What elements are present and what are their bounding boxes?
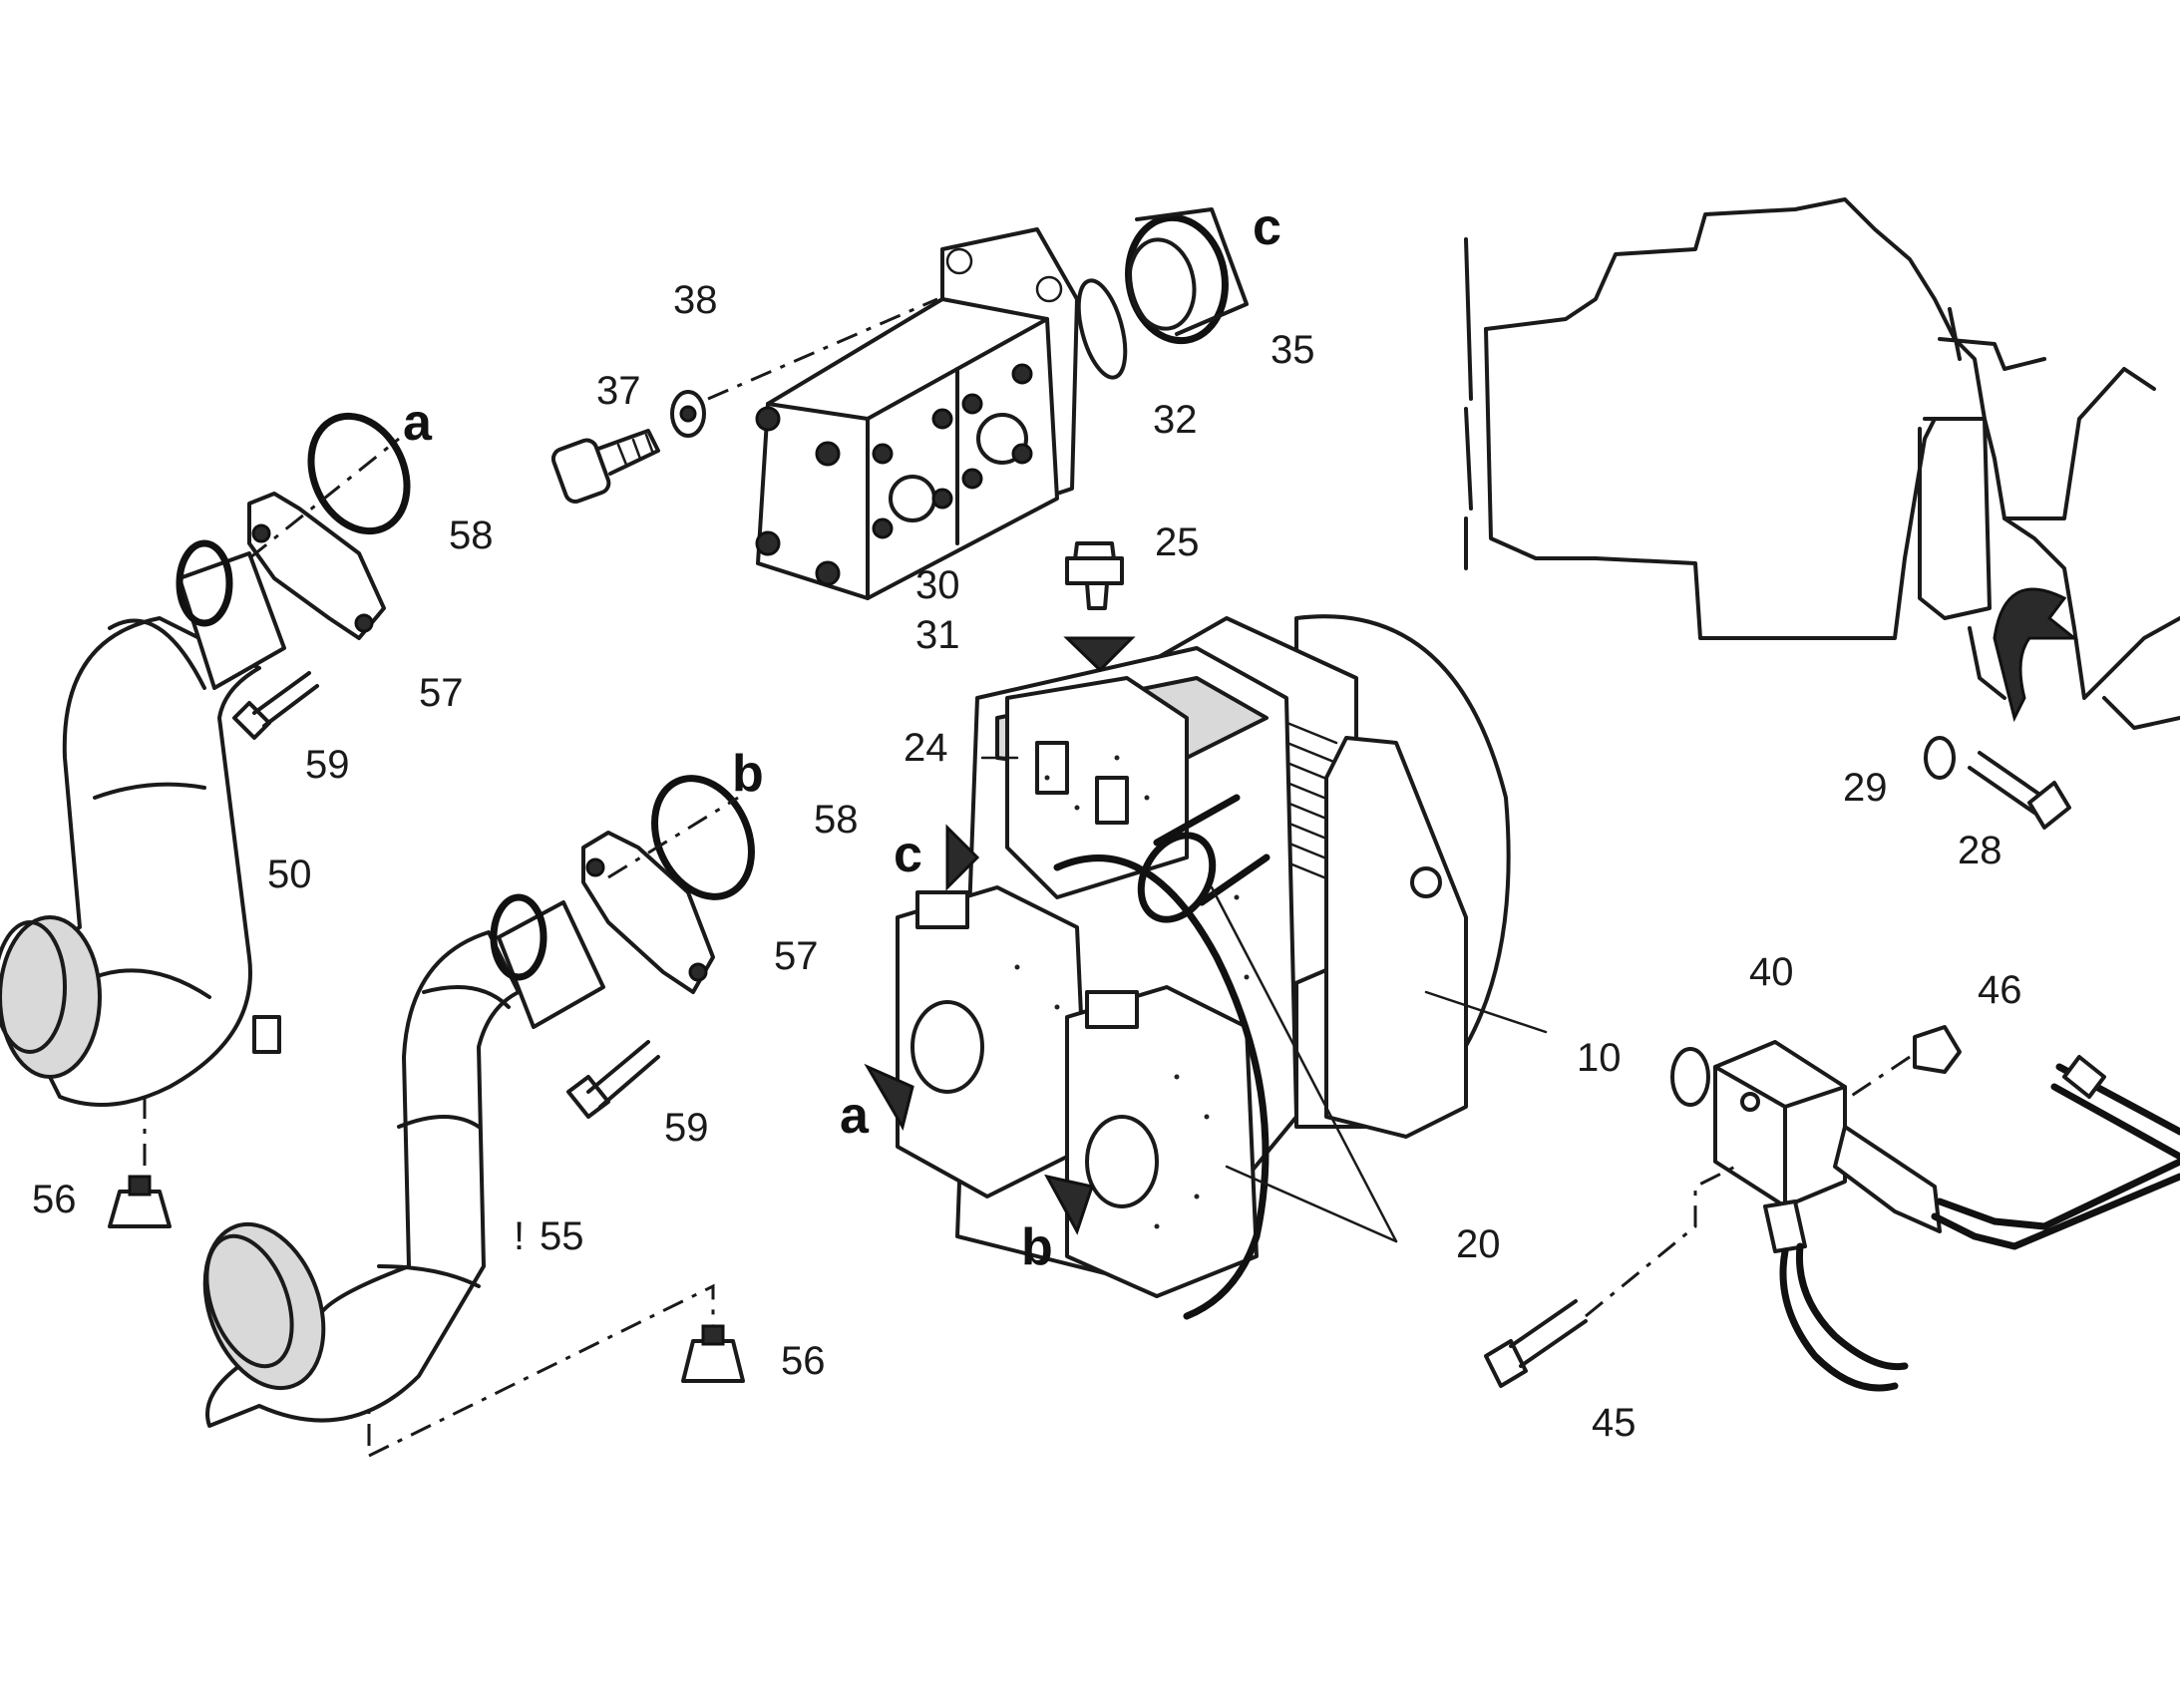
plug-56-left: [108, 1175, 172, 1228]
washer-29: [1924, 736, 1956, 780]
hose-elbow-50: [0, 539, 286, 1107]
valve-block-40: [1670, 1040, 1942, 1253]
part-number-label: 24: [904, 726, 948, 770]
bolt-28: [1968, 751, 2071, 830]
part-number-label: 45: [1592, 1401, 1636, 1445]
plug-25: [1065, 541, 1124, 610]
part-number-label: 35: [1271, 328, 1315, 372]
bolt-37: [550, 429, 660, 505]
reference-letter: c: [894, 826, 922, 883]
bolt-59-top: [232, 671, 319, 740]
part-number-label: 29: [1843, 766, 1888, 810]
part-number-label: 10: [1577, 1036, 1622, 1080]
part-number-label: 32: [1153, 398, 1198, 442]
plug-56-mid: [681, 1324, 745, 1383]
bolt-45: [1484, 1299, 1588, 1388]
direction-arrows: [864, 636, 1136, 1235]
part-number-label: 20: [1456, 1222, 1501, 1266]
part-number-label: 31: [915, 613, 960, 657]
o-ring-32: [1076, 278, 1128, 380]
part-number-label: 59: [305, 743, 350, 787]
hose-elbow-55: [202, 893, 605, 1428]
part-number-label: 38: [673, 278, 718, 322]
part-number-label: 30: [915, 563, 960, 607]
part-number-label: 58: [449, 513, 494, 557]
casting-texture: [1014, 755, 1250, 1229]
part-number-label: 55: [540, 1214, 584, 1258]
reference-letter: b: [1021, 1218, 1053, 1276]
bolt-59-mid: [566, 1040, 660, 1119]
clamp-57-mid: [581, 831, 715, 994]
reference-letter: a: [840, 1087, 870, 1145]
part-number-label: 58: [814, 798, 859, 842]
clamp-57-top: [247, 492, 386, 640]
reference-letter: b: [732, 745, 764, 803]
part-number-label: 37: [596, 369, 641, 413]
part-number-label: 57: [774, 934, 819, 978]
part-number-label: 40: [1749, 950, 1794, 994]
reference-letter: a: [403, 394, 433, 452]
cap-nut-46: [1913, 1025, 1962, 1074]
part-number-label: 50: [267, 853, 312, 896]
part-number-label: 25: [1155, 520, 1200, 564]
o-ring-a: [307, 412, 411, 535]
hydraulic-lines: [1779, 1055, 2180, 1392]
engine-outline: [1464, 197, 2180, 730]
part-number-label: 46: [1978, 968, 2022, 1012]
part-number-label: 56: [32, 1178, 77, 1221]
part-number-label: 59: [664, 1106, 709, 1150]
gear-pump-assembly: [755, 227, 1079, 600]
reference-letter: c: [1253, 198, 1281, 256]
part-number-label: !: [514, 1214, 525, 1258]
o-ring-b: [651, 775, 755, 900]
part-number-label: 57: [419, 671, 464, 715]
part-number-label: 56: [781, 1339, 826, 1383]
coupling-sleeve: [1125, 207, 1249, 345]
hydrostatic-unit: [896, 614, 1548, 1320]
part-number-label: 28: [1958, 829, 2002, 872]
